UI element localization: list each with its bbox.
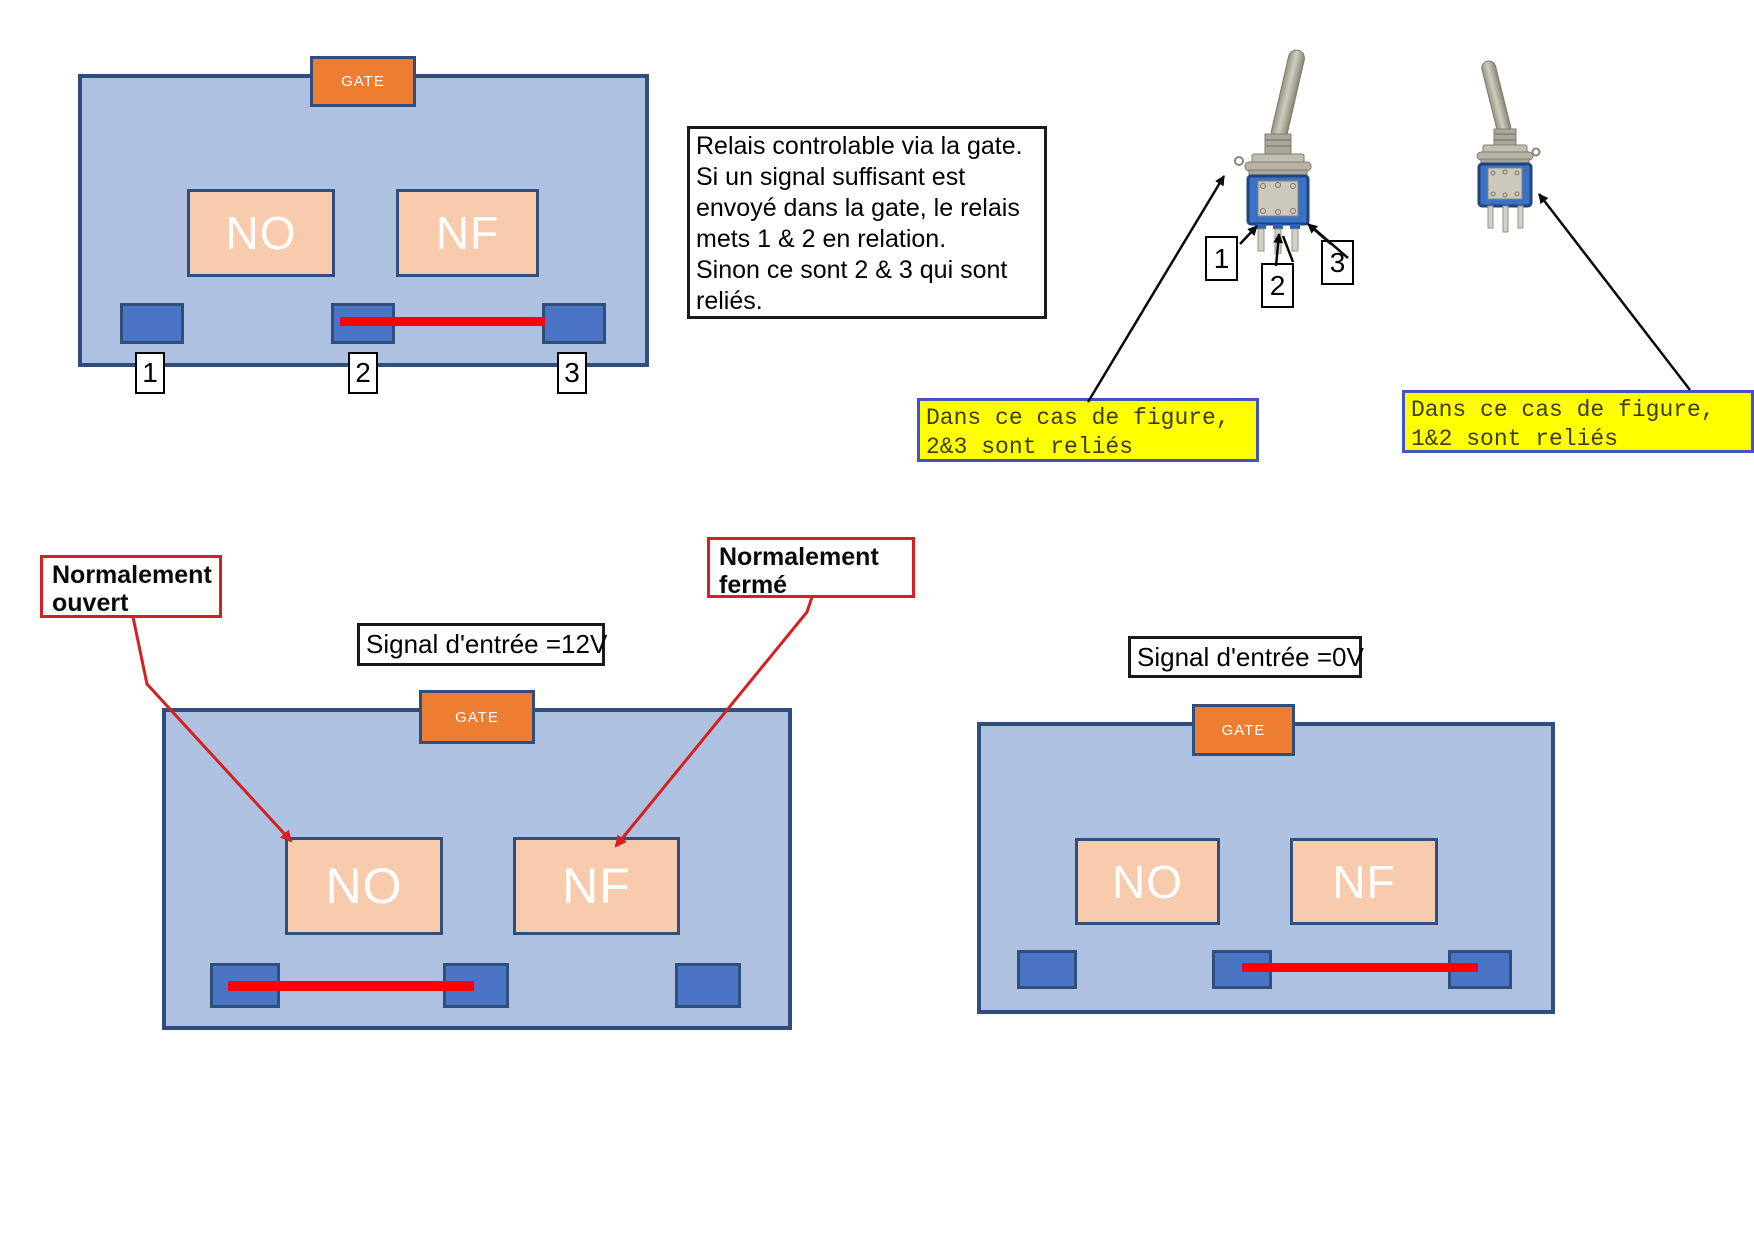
switch-bushing — [1493, 128, 1517, 148]
relay-12v-gate: GATE — [419, 690, 535, 744]
callout-line-2: ouvert — [52, 589, 129, 617]
gate-label: GATE — [1221, 721, 1266, 739]
no-label: NO — [1112, 855, 1183, 908]
switch-pin-tag-3-label: 3 — [1329, 246, 1346, 278]
note-case-1-2-linked: Dans ce cas de figure, 1&2 sont reliés — [1402, 390, 1754, 453]
callout-normally-closed: Normalement fermé — [707, 537, 915, 599]
explanation-line-6: reliés. — [696, 287, 763, 315]
pin-tag-2: 2 — [348, 352, 378, 394]
nf-label: NF — [562, 858, 631, 914]
note-case-2-3-linked: Dans ce cas de figure, 2&3 sont reliés — [917, 398, 1259, 462]
switch-lever — [1481, 60, 1512, 136]
relay-0v-terminal-1 — [1017, 950, 1077, 989]
arrow-note-to-switch-right — [1538, 193, 1691, 391]
wire-2-3-default — [340, 317, 545, 326]
nf-label: NF — [1332, 855, 1396, 908]
switch-lock-washer-tab — [1531, 147, 1541, 157]
toggle-switch-photo-down — [1234, 49, 1312, 254]
wire-1-2-energised — [228, 981, 474, 991]
relay-default-no-contact: NO — [187, 189, 335, 277]
relay-default-nf-contact: NF — [396, 189, 539, 277]
signal-label-12v: Signal d'entrée =12V — [357, 623, 608, 666]
relay-12v-no-contact: NO — [285, 837, 443, 935]
note-line-1: Dans ce cas de figure, — [1411, 397, 1715, 423]
nf-label: NF — [435, 207, 500, 259]
switch-plate — [1487, 167, 1523, 200]
relay-0v-gate: GATE — [1192, 704, 1295, 756]
switch-pin-tag-2: 2 — [1261, 263, 1294, 308]
callout-line-1: Normalement — [52, 561, 212, 589]
explanation-line-1: Relais controlable via la gate. — [696, 132, 1023, 160]
arrow-note-to-switch-left — [1086, 175, 1226, 403]
callout-normally-open: Normalement ouvert — [40, 555, 222, 618]
switch-pin-tag-1: 1 — [1205, 236, 1238, 281]
signal-label-0v: Signal d'entrée =0V — [1128, 636, 1364, 678]
pin-tag-1: 1 — [135, 352, 165, 394]
signal-12v-text: Signal d'entrée =12V — [366, 629, 608, 659]
pin-tag-2-label: 2 — [355, 357, 371, 388]
wire-2-3-rest — [1242, 963, 1478, 972]
relay-12v-terminal-3 — [675, 963, 741, 1008]
gate-label: GATE — [341, 73, 385, 90]
switch-pin-tag-2-label: 2 — [1269, 269, 1286, 301]
callout-line-2: fermé — [719, 571, 788, 599]
switch-pin-tag-1-label: 1 — [1213, 242, 1230, 274]
switch-lock-washer-tab — [1234, 156, 1244, 166]
note-line-2: 2&3 sont reliés — [926, 434, 1134, 460]
explanation-line-3: envoyé dans la gate, le relais — [696, 194, 1020, 222]
no-label: NO — [325, 858, 403, 914]
relay-12v-terminal-2 — [443, 963, 509, 1008]
pin-tag-3: 3 — [557, 352, 587, 394]
pin-tag-1-label: 1 — [142, 357, 158, 388]
switch-pin-tag-3: 3 — [1321, 240, 1354, 285]
pin-tag-3-label: 3 — [564, 357, 580, 388]
switch-pin-1 — [1487, 205, 1494, 229]
explanation-line-4: mets 1 & 2 en relation. — [696, 225, 947, 253]
signal-0v-text: Signal d'entrée =0V — [1137, 641, 1364, 672]
switch-pin-1 — [1257, 228, 1265, 252]
switch-pin-3 — [1291, 228, 1299, 252]
no-label: NO — [225, 207, 297, 259]
note-line-1: Dans ce cas de figure, — [926, 405, 1230, 431]
callout-line-1: Normalement — [719, 543, 879, 571]
note-line-2: 1&2 sont reliés — [1411, 426, 1619, 452]
switch-plate — [1257, 180, 1299, 217]
relay-default-terminal-3 — [542, 303, 606, 344]
relay-12v-nf-contact: NF — [513, 837, 680, 935]
relay-0v-no-contact: NO — [1075, 838, 1220, 925]
explanation-line-5: Sinon ce sont 2 & 3 qui sont — [696, 256, 1008, 284]
explanation-box: Relais controlable via la gate. Si un si… — [687, 126, 1047, 319]
gate-label: GATE — [455, 708, 499, 726]
switch-pin-2 — [1502, 205, 1509, 233]
switch-pin-3 — [1517, 205, 1524, 229]
toggle-switch-photo-up — [1476, 60, 1541, 233]
relay-default-gate: GATE — [310, 56, 416, 107]
relay-default-terminal-1 — [120, 303, 184, 344]
switch-pin-2 — [1274, 228, 1282, 254]
explanation-line-2: Si un signal suffisant est — [696, 163, 966, 191]
relay-0v-nf-contact: NF — [1290, 838, 1438, 925]
switch-lever — [1270, 49, 1305, 141]
